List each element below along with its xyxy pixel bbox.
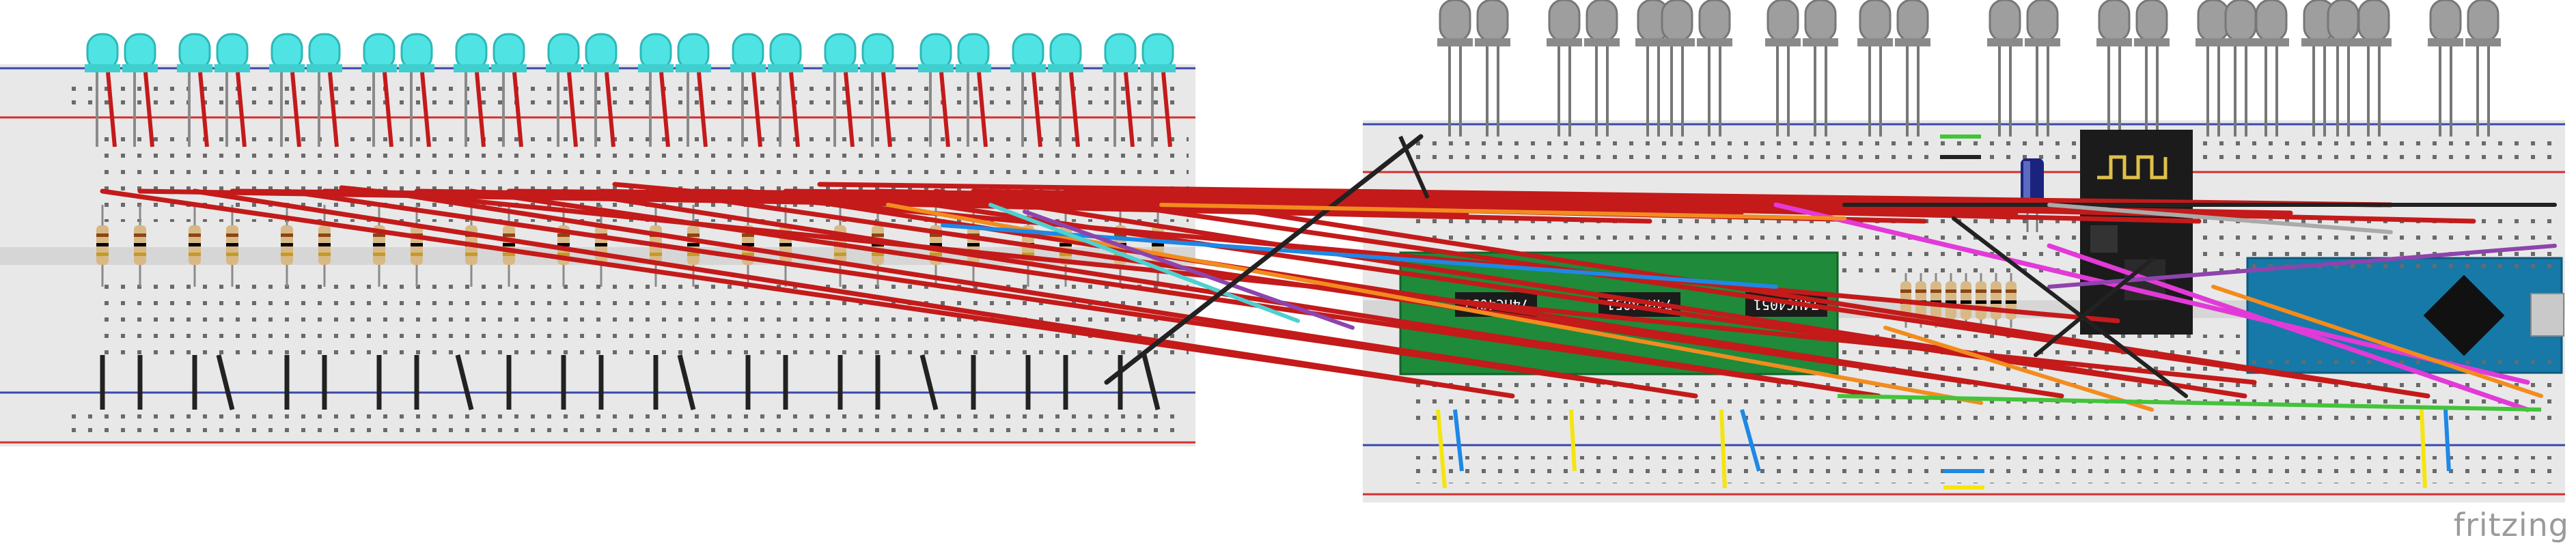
resistor-icon xyxy=(503,205,515,287)
led-icon xyxy=(956,33,991,147)
led-icon xyxy=(768,33,803,147)
led-icon xyxy=(122,33,158,147)
wire xyxy=(1883,326,2154,412)
led-icon xyxy=(822,33,858,147)
resistor-icon xyxy=(872,205,884,287)
wire xyxy=(339,185,2257,385)
led-icon xyxy=(1010,33,1046,147)
wire xyxy=(1952,216,2188,398)
led-icon xyxy=(2223,0,2258,137)
wire-layer xyxy=(100,134,2557,412)
wire xyxy=(1155,188,2476,224)
led-icon xyxy=(269,33,305,147)
wire xyxy=(1025,188,2339,385)
wire xyxy=(100,188,1424,385)
resistor-icon xyxy=(96,205,109,287)
led-icon xyxy=(2134,0,2170,137)
led-icon xyxy=(2465,0,2501,137)
wire xyxy=(941,223,1778,289)
ground-wire xyxy=(1141,354,1161,410)
led-icon xyxy=(1103,33,1138,147)
led-icon xyxy=(2025,0,2060,137)
led-icon xyxy=(546,33,581,147)
wire xyxy=(1104,134,1424,385)
led-icon xyxy=(1765,0,1801,137)
fritzing-watermark: fritzing xyxy=(2453,507,2569,543)
wire xyxy=(933,188,2247,399)
wire xyxy=(2047,203,2393,234)
led-icon xyxy=(918,33,954,147)
wire xyxy=(612,182,2120,324)
led-icon xyxy=(2356,0,2392,137)
led-icon xyxy=(361,33,397,147)
resistor-icon xyxy=(318,205,331,287)
led-icon xyxy=(85,33,120,147)
led-icon xyxy=(1437,0,1473,137)
led-icon xyxy=(1584,0,1620,137)
led-icon xyxy=(1140,33,1176,147)
led-icon xyxy=(214,33,250,147)
led-icon xyxy=(638,33,674,147)
cyan-led-row xyxy=(85,33,1176,147)
resistor-icon xyxy=(134,205,146,287)
wire xyxy=(988,203,1300,323)
resistor-icon xyxy=(226,205,238,287)
led-icon xyxy=(399,33,434,147)
wire xyxy=(1023,210,1355,330)
wire xyxy=(2047,244,2557,289)
led-icon xyxy=(1048,33,1083,147)
led-icon xyxy=(1547,0,1582,137)
led-icon xyxy=(491,33,527,147)
led-icon xyxy=(1857,0,1893,137)
led-icon xyxy=(1895,0,1930,137)
wire xyxy=(1118,188,2430,399)
wire xyxy=(2034,257,2154,357)
resistor-icon xyxy=(742,205,754,287)
wire xyxy=(1159,203,1846,221)
led-icon xyxy=(2254,0,2289,137)
led-icon xyxy=(2428,0,2463,137)
led-icon xyxy=(177,33,212,147)
ground-wire xyxy=(919,354,939,410)
ground-wire-row xyxy=(100,354,1161,410)
wire xyxy=(2211,285,2543,398)
wire xyxy=(886,203,1983,405)
led-icon xyxy=(583,33,619,147)
led-icon xyxy=(2196,0,2231,137)
wire xyxy=(376,188,1698,399)
wire xyxy=(817,182,2394,208)
ground-wire xyxy=(455,354,474,410)
led-icon xyxy=(307,33,342,147)
wire xyxy=(875,188,2202,224)
wire xyxy=(2047,243,2530,412)
led-icon xyxy=(1803,0,1838,137)
wire xyxy=(192,188,1515,399)
usb-connector-icon xyxy=(2530,293,2564,337)
misc-short-wires xyxy=(1398,134,2542,490)
led-icon xyxy=(1659,0,1695,137)
resistor-icon xyxy=(687,205,700,287)
led-icon xyxy=(1475,0,1510,137)
wire xyxy=(1773,202,2530,385)
wire xyxy=(284,188,1607,385)
ground-wire xyxy=(216,354,235,410)
led-icon xyxy=(454,33,489,147)
led-icon xyxy=(2096,0,2132,137)
led-icon xyxy=(1697,0,1732,137)
grey-led-row xyxy=(1437,0,2501,137)
led-icon xyxy=(860,33,896,147)
resistor-icon xyxy=(1961,273,1971,328)
led-icon xyxy=(1987,0,2023,137)
wire xyxy=(322,188,1652,224)
led-icon xyxy=(730,33,766,147)
led-icon xyxy=(2325,0,2361,137)
ground-wire xyxy=(677,354,696,410)
resistor-icon xyxy=(1945,273,1956,328)
resistor-icon xyxy=(189,205,201,287)
led-icon xyxy=(676,33,711,147)
